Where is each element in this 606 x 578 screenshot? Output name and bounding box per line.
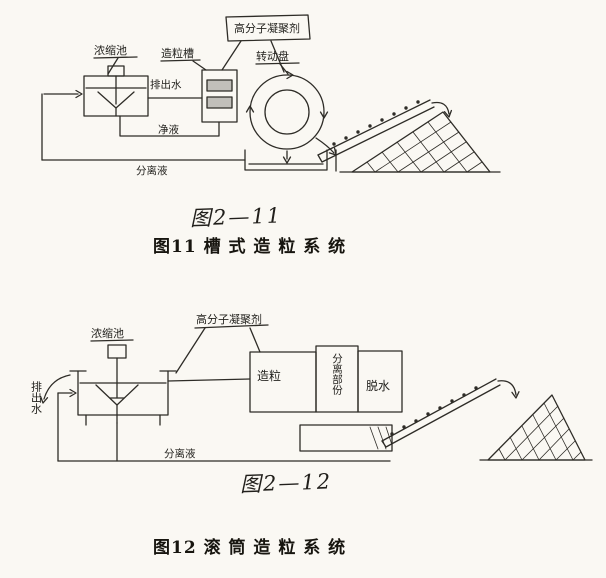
rotating-disc-label: 转动盘 — [256, 49, 289, 63]
coagulant-feed-line-left — [175, 327, 206, 374]
ring-to-conveyor-arrow — [315, 137, 335, 154]
ring-leader-line — [279, 63, 289, 75]
figure2-number-handwritten: 图2—12 — [239, 469, 333, 497]
conveyor-granules — [390, 386, 478, 436]
trough-leader-line — [192, 60, 207, 71]
fig1-drawing — [41, 14, 501, 173]
conveyor-discharge-arrow — [431, 101, 450, 115]
coagulant-feed-line-left — [221, 40, 242, 71]
conveyor-discharge-arrow — [497, 380, 517, 396]
figure1-trough-granulation-diagram: 高分子凝聚剂 浓缩池 造粒槽 排出水 转动盘 净液 分离液 — [41, 14, 501, 177]
trough-plate-lower — [206, 96, 233, 109]
figure2-drum-granulation-diagram: 高分子凝聚剂 浓缩池 排出水 造粒 分离部份 脱水 分离液 — [30, 312, 593, 462]
separated-liquid-label: 分离液 — [164, 447, 196, 460]
conveyor-end-cap — [381, 440, 387, 448]
granulation-label: 造粒 — [257, 368, 281, 383]
ring-rotation-arrow-left — [245, 105, 255, 113]
rotating-ring-outer — [249, 74, 325, 150]
thickener-label: 浓缩池 — [91, 327, 124, 340]
stockpile-crosshatch — [366, 121, 483, 173]
trough-label-underline — [160, 59, 201, 62]
separated-liquid-label: 分离液 — [136, 164, 168, 177]
conveyor-belt-upper-edge — [317, 99, 431, 156]
granulation-trough-label: 造粒槽 — [161, 46, 194, 60]
conveyor-discharge-arrowhead — [511, 391, 520, 399]
coagulant-label-underline — [194, 324, 269, 329]
discharge-water-arrow — [43, 374, 71, 400]
fig2-drawing — [39, 324, 593, 462]
dewatering-label: 脱水 — [366, 378, 390, 393]
ring-label-underline — [255, 62, 300, 65]
thickener-label: 浓缩池 — [94, 44, 127, 57]
discharge-water-label: 排出水 — [30, 380, 43, 414]
figure1-caption: 图11 槽 式 造 粒 系 统 — [153, 237, 347, 257]
conveyor-end-cap — [317, 154, 323, 163]
thickener-label-underline — [93, 56, 138, 59]
tank-to-granulator-pipe — [167, 378, 251, 382]
discharge-water-arrowhead — [39, 395, 49, 404]
fig1-labels: 高分子凝聚剂 浓缩池 造粒槽 排出水 转动盘 净液 分离液 — [94, 21, 300, 177]
stirrer-motor — [107, 344, 127, 359]
clean-liquid-label: 净液 — [158, 123, 179, 136]
conveyor-granules — [332, 100, 420, 146]
conveyor-belt-lower-edge — [321, 106, 435, 163]
clean-liquid-pipe — [119, 115, 220, 137]
granulation-trough-body — [201, 69, 238, 123]
ring-rotation-arrow-right — [319, 111, 329, 119]
recycle-inlet-arrowhead — [75, 89, 83, 99]
thickener-label-underline — [90, 339, 134, 342]
trough-plate-upper — [206, 79, 233, 92]
discharge-water-label: 排出水 — [150, 78, 182, 91]
stockpile — [487, 394, 586, 461]
conveyor-discharge-arrowhead — [443, 109, 453, 118]
conveyor-belt-lower-edge — [385, 384, 501, 448]
stockpile-crosshatch — [498, 402, 582, 461]
coagulant-feed-line-right — [249, 327, 261, 353]
drum-body — [299, 424, 393, 452]
dewatering-box — [357, 350, 403, 413]
coagulant-label: 高分子凝聚剂 — [196, 312, 262, 326]
figure2-caption: 图12 滚 筒 造 粒 系 统 — [153, 538, 347, 558]
recycle-inlet-arrowhead — [69, 388, 77, 398]
coagulant-label: 高分子凝聚剂 — [234, 21, 300, 35]
coagulant-feeder-box — [225, 14, 311, 42]
rotating-ring-inner — [264, 89, 310, 135]
thickener-tank — [77, 370, 169, 416]
conveyor-belt-upper-edge — [381, 378, 497, 442]
ring-rotation-arrow-top — [286, 70, 294, 80]
ring-discharge-arrowhead — [282, 156, 292, 164]
separation-section-label: 分离部份 — [331, 353, 343, 396]
fig2-labels: 高分子凝聚剂 浓缩池 排出水 造粒 分离部份 脱水 分离液 — [30, 312, 391, 460]
figure1-number-handwritten: 图2—11 — [189, 203, 283, 231]
